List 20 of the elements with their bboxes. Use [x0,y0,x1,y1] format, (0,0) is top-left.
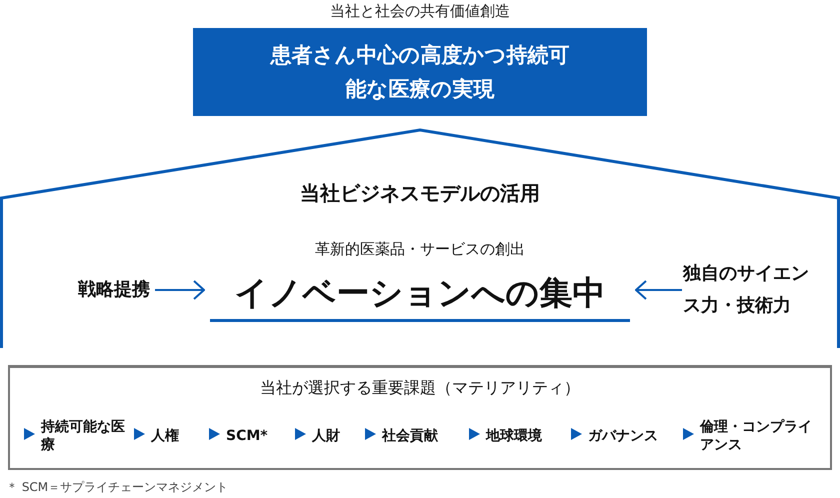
goal-box: 患者さん中心の高度かつ持続可能な医療の実現 [193,28,647,116]
materiality-item: 地球環境 [486,426,543,446]
materiality-item: 人財 [312,427,341,446]
focus-text: イノベーションへの集中 [210,268,630,322]
side-text: 戦略提携 [78,278,151,302]
section-heading: 当社ビジネスモデルの活用 [299,180,541,207]
materiality-item: 人権 [151,427,180,446]
materiality-item: 持続可能な医療 [41,418,126,454]
materiality-item: SCM* [226,427,269,446]
subtitle-text: 革新的医薬品・サービスの創出 [314,240,526,259]
materiality-box [8,365,832,470]
materiality-item: 倫理・コンプライアンス [700,418,813,454]
materiality-item: ガバナンス [588,427,659,446]
box-heading: 当社が選択する重要課題（マテリアリティ） [259,378,581,399]
side-text: 独自のサイエンス力・技術力 [683,262,810,318]
heading-text: 当社と社会の共有価値創造 [329,2,511,21]
footnote: ＊ SCM＝サプライチェーンマネジメント [6,479,228,496]
arrow [635,280,682,300]
materiality-item: 社会貢献 [382,427,439,446]
arrow [155,280,205,300]
